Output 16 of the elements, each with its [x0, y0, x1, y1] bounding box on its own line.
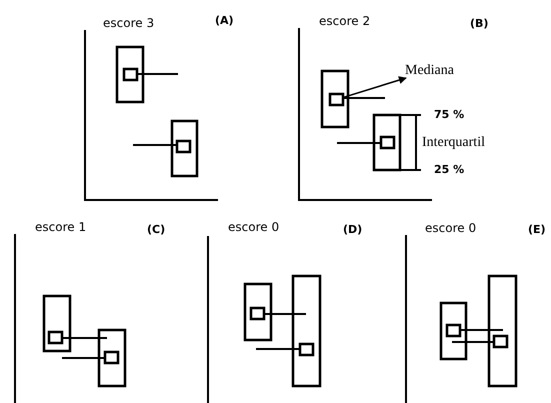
- panel-letter: (E): [528, 224, 546, 235]
- leader-line: [344, 76, 407, 98]
- callout-label: Mediana: [405, 64, 454, 78]
- panel-letter: (A): [215, 15, 234, 26]
- axis-title: escore 3: [103, 17, 154, 29]
- axis-title: escore 0: [228, 221, 280, 233]
- bracket-label: Interquartil: [422, 136, 485, 150]
- axis-title: escore 0: [425, 222, 476, 234]
- axis-title: escore 2: [319, 15, 370, 27]
- median-marker: [328, 92, 344, 106]
- panel-letter: (D): [343, 224, 362, 235]
- percent-label: 75 %: [434, 109, 464, 120]
- panel-letter: (C): [147, 224, 166, 235]
- panel-letter: (B): [470, 18, 488, 29]
- percent-label: 25 %: [434, 164, 464, 175]
- axis-title: escore 1: [35, 221, 86, 233]
